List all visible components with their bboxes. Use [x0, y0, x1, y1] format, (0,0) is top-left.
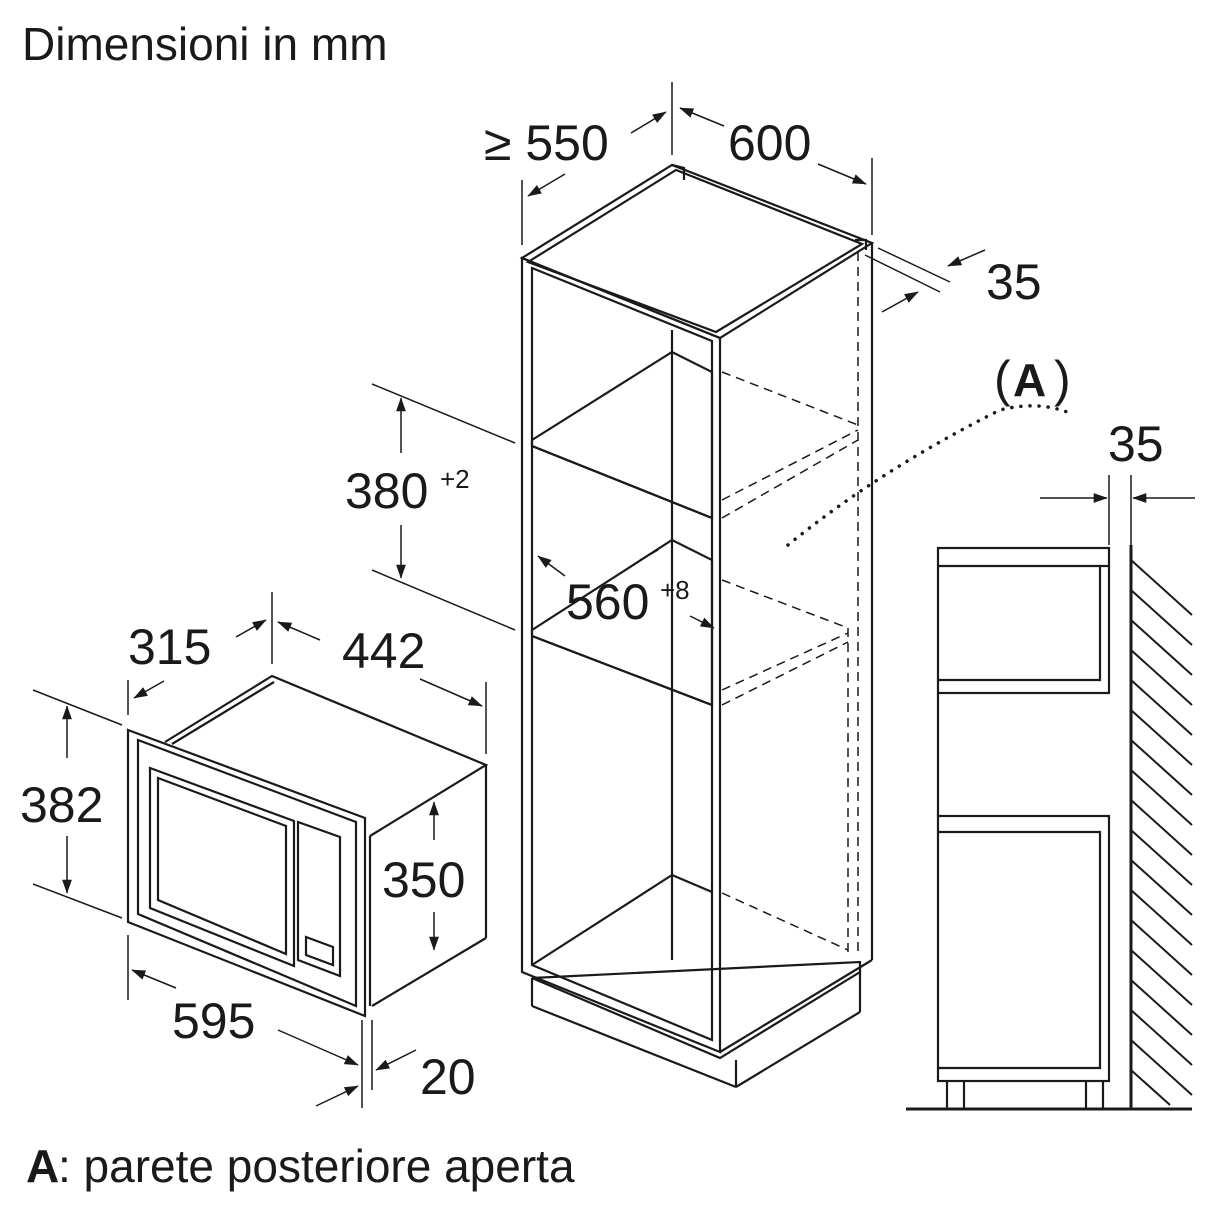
- dim-oven-depth: 315: [128, 619, 211, 675]
- microwave-oven: [126, 674, 489, 1018]
- dim-oven-body-height: 350: [382, 852, 465, 908]
- dim-oven-front-height: 382: [20, 777, 103, 833]
- footnote-key: A: [26, 1140, 59, 1192]
- dim-oven-front-width: 595: [172, 993, 255, 1049]
- oven-dimensions: [32, 592, 487, 1108]
- wall-hatching: [1130, 559, 1193, 1106]
- dim-cabinet-depth: ≥ 550: [484, 115, 609, 171]
- dim-niche-height-tolerance: +2: [440, 464, 470, 494]
- dim-back-gap: 35: [986, 254, 1042, 310]
- callout-a-leader: [786, 404, 1074, 547]
- dim-niche-width: 560: [566, 574, 649, 630]
- cabinet-dimensions: [371, 82, 986, 631]
- side-view-cabinet: [906, 475, 1195, 1111]
- dim-niche-width-tolerance: +8: [660, 575, 690, 605]
- callout-open-paren: (: [994, 351, 1011, 407]
- dim-side-gap: 35: [1108, 416, 1164, 472]
- tall-cabinet: [519, 163, 875, 1089]
- callout-key: A: [1013, 354, 1046, 406]
- dim-oven-front-thickness: 20: [420, 1049, 476, 1105]
- callout-close-paren: ): [1054, 351, 1071, 407]
- dim-oven-body-width: 442: [342, 623, 425, 679]
- dim-cabinet-width: 600: [728, 115, 811, 171]
- footnote-text: : parete posteriore aperta: [58, 1140, 575, 1192]
- dim-niche-height: 380: [345, 463, 428, 519]
- page-title: Dimensioni in mm: [22, 18, 388, 70]
